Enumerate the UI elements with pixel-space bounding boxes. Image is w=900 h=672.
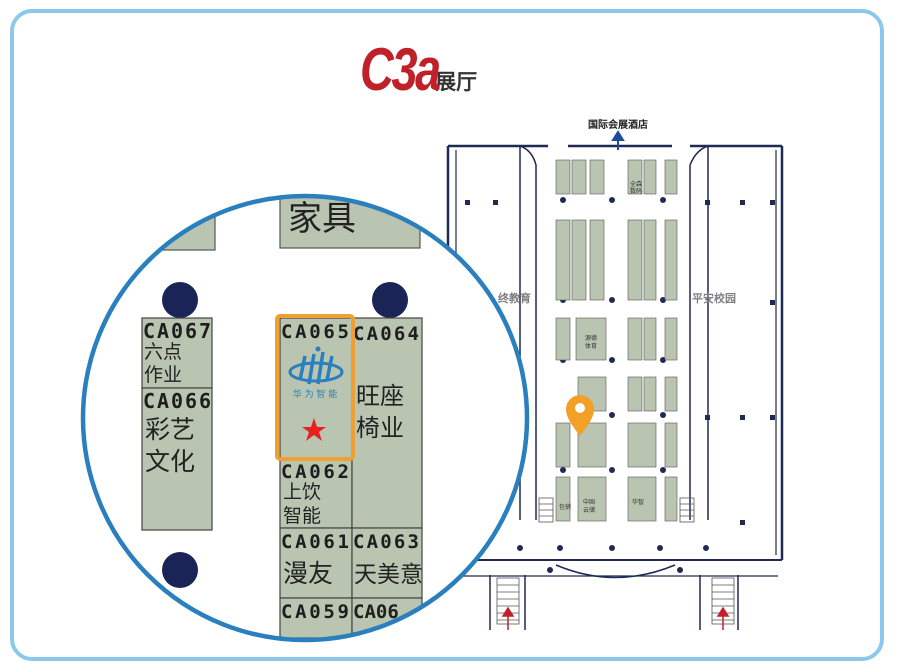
north-arrow-icon <box>611 130 625 150</box>
booth-code: CA062 <box>281 461 349 483</box>
tiny-label: 全森 <box>630 180 642 188</box>
zoom-view: 家具 CA067 CA066 CA065 CA064 CA062 CA061 C… <box>83 196 527 640</box>
company-logo-icon <box>288 346 344 385</box>
tiny-label: 云储 <box>583 506 595 514</box>
star-marker-icon <box>302 418 326 441</box>
company-logo-text: 华 为 智 能 <box>293 388 338 400</box>
booth-code: CA063 <box>353 531 419 553</box>
right-zone-label: 平安校园 <box>692 291 736 305</box>
booth-code: CA065 <box>281 321 349 343</box>
tiny-label: 中国 <box>583 498 595 506</box>
pillar <box>162 552 198 588</box>
tiny-label: 华智 <box>632 498 644 506</box>
up-arrow-icons <box>501 606 730 630</box>
booth-name: 天美意 <box>354 562 423 588</box>
booth-code: CA067 <box>143 319 211 343</box>
zoom-ring <box>80 193 530 643</box>
pillar-dots <box>465 197 775 573</box>
hall-title: C3a 展厅 <box>360 40 477 100</box>
tiny-label: 体育 <box>585 342 597 350</box>
booth-code: CA059 <box>281 601 349 623</box>
booth-name: 上饮 <box>283 481 321 503</box>
left-zone-label: 终教育 <box>498 291 531 305</box>
hall-suffix: 展厅 <box>435 70 478 94</box>
booth-code: CA061 <box>281 531 349 553</box>
booth-name: 作业 <box>144 364 182 386</box>
booth-name: 彩艺 <box>145 415 195 444</box>
booth-blocks <box>555 159 678 522</box>
furniture-label: 家具 <box>288 199 356 239</box>
booth-ca059[interactable] <box>279 597 353 639</box>
tiny-label: 源德 <box>585 334 597 342</box>
booth-ca066[interactable] <box>141 387 213 531</box>
booth-name: 六点 <box>144 341 182 363</box>
booth-ca064[interactable] <box>351 317 423 529</box>
booth-name: 智能 <box>283 505 321 527</box>
booth-name: 旺座 <box>356 382 404 410</box>
location-pin-icon[interactable] <box>566 395 594 436</box>
tiny-label: 包销 <box>559 503 571 511</box>
booth-code: CA066 <box>143 389 211 413</box>
booth-name: 漫友 <box>283 559 333 588</box>
booth-name: 文化 <box>145 447 195 476</box>
hall-code: C3a <box>360 36 441 103</box>
booth-ca061[interactable] <box>279 527 353 599</box>
pillar <box>372 282 408 318</box>
hall-outline <box>446 144 784 630</box>
booth-ca067[interactable] <box>141 317 213 389</box>
pillar <box>162 282 198 318</box>
booth-code: CA06 <box>353 601 399 623</box>
booth-block <box>83 196 216 251</box>
booth-code: CA064 <box>353 323 419 345</box>
booth-name: 椅业 <box>356 414 404 442</box>
highlighted-booth[interactable] <box>275 314 355 461</box>
hotel-label: 国际会展酒店 <box>588 118 648 131</box>
booth-ca062[interactable] <box>279 457 353 529</box>
tiny-label: 数码 <box>630 187 642 195</box>
